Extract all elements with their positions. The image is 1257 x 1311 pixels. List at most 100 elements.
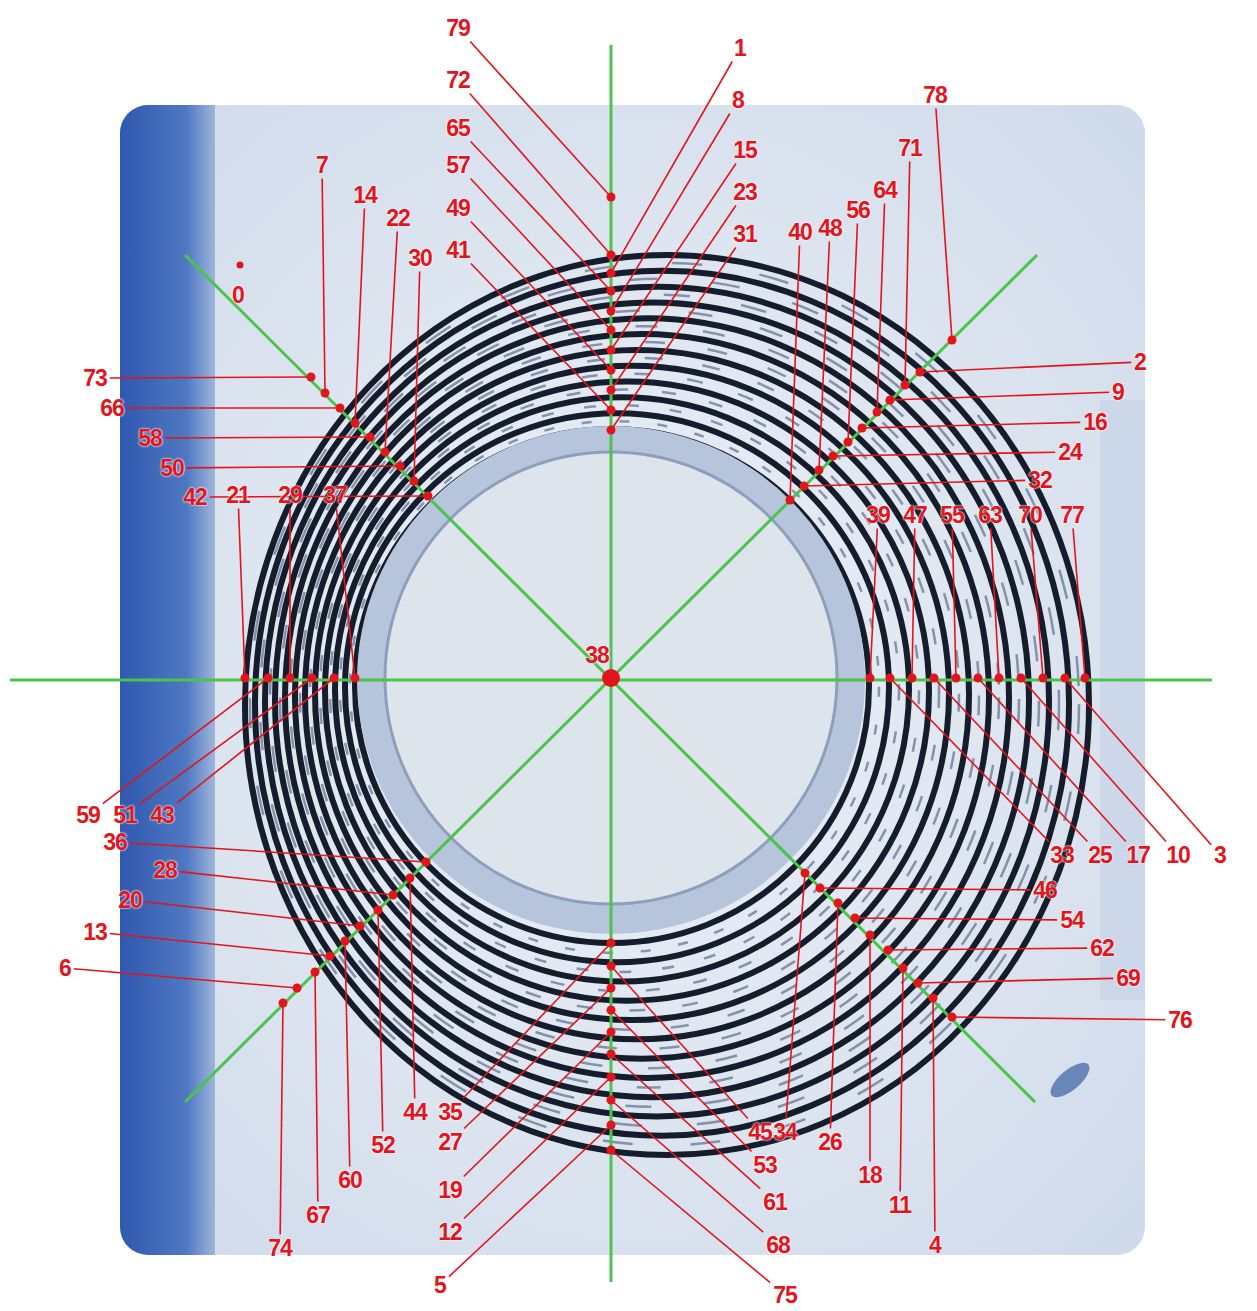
callout-number: 8 [732, 89, 744, 112]
measure-point [607, 984, 616, 993]
measure-point [844, 438, 853, 447]
callout-number: 36 [103, 831, 127, 854]
leader-line [322, 179, 325, 394]
leader-line [991, 529, 999, 679]
measure-point [374, 906, 383, 915]
leader-line [920, 362, 1131, 372]
leader-line [890, 678, 1049, 842]
measure-point [607, 1050, 616, 1059]
measure-point [834, 899, 843, 908]
callout-number: 4 [929, 1234, 941, 1257]
callout-number: 23 [733, 181, 757, 204]
callout-number: 10 [1166, 844, 1190, 867]
callout-number: 46 [1033, 879, 1057, 902]
leader-line [918, 978, 1113, 983]
leader-line [905, 162, 910, 386]
callout-number: 13 [83, 921, 107, 944]
measure-point [607, 406, 616, 415]
measure-point [326, 952, 335, 961]
leader-line [464, 1032, 611, 1177]
leader-line [952, 529, 956, 679]
leader-line [140, 678, 312, 804]
measure-point [901, 381, 910, 390]
leader-line [385, 232, 397, 453]
measure-point [1061, 674, 1070, 683]
measure-point [607, 1096, 616, 1105]
coil-ring [245, 255, 1089, 1155]
callout-number: 56 [846, 199, 870, 222]
coil-ring [285, 318, 1009, 1078]
leader-line [289, 509, 291, 679]
leader-line [900, 968, 903, 1192]
callout-number: 24 [1058, 441, 1082, 464]
callout-number: 42 [183, 486, 207, 509]
measure-point [356, 922, 365, 931]
leader-line [611, 164, 736, 351]
measure-point [884, 946, 893, 955]
callout-number: 30 [408, 247, 432, 270]
callout-number: 32 [1028, 469, 1052, 492]
leader-line [833, 452, 1055, 456]
measure-point [607, 1028, 616, 1037]
leader-line [280, 1003, 283, 1235]
leader-line [110, 934, 330, 956]
callout-number: 0 [232, 284, 244, 307]
leader-line [414, 272, 420, 482]
measure-point [899, 964, 908, 973]
leader-line [464, 988, 611, 1129]
leader-line [848, 224, 857, 443]
measure-point [396, 462, 405, 471]
callout-number: 69 [1116, 967, 1140, 990]
callout-number: 66 [100, 397, 124, 420]
leader-line [471, 264, 611, 411]
measure-point [995, 674, 1004, 683]
callout-number: 31 [733, 223, 757, 246]
measure-point [974, 674, 983, 683]
measure-point [1039, 674, 1048, 683]
coil-slot [330, 389, 919, 991]
leader-line [912, 529, 915, 679]
measure-point [948, 336, 957, 345]
callout-number: 35 [438, 1101, 462, 1124]
axis-lines [10, 45, 1212, 1282]
callout-number: 47 [903, 504, 927, 527]
leader-line [165, 436, 370, 439]
leader-line [952, 1017, 1165, 1020]
measure-point [886, 674, 895, 683]
leader-line [786, 873, 805, 1119]
callout-number: 64 [873, 179, 897, 202]
measure-point [607, 307, 616, 316]
coil-slot [290, 326, 999, 1068]
callout-number: 26 [818, 1131, 842, 1154]
measure-point [607, 1146, 616, 1155]
leader-line [1021, 678, 1166, 842]
callout-number: 75 [773, 1284, 797, 1307]
callout-number: 73 [83, 367, 107, 390]
measure-point [307, 373, 316, 382]
leader-line [187, 466, 400, 468]
callout-number: 59 [76, 804, 100, 827]
leader-line [611, 206, 736, 391]
leader-line [855, 918, 1057, 920]
callout-number: 37 [323, 484, 347, 507]
measure-point [607, 426, 616, 435]
measure-point [424, 492, 433, 501]
measure-point [330, 674, 339, 683]
callout-number: 62 [1090, 937, 1114, 960]
measure-point [607, 1006, 616, 1015]
callout-number: 48 [818, 217, 842, 240]
leader-line [103, 678, 268, 804]
callout-number: 70 [1018, 504, 1042, 527]
callout-number: 29 [278, 484, 302, 507]
measure-point [948, 1013, 957, 1022]
callout-number: 58 [138, 427, 162, 450]
leader-line [315, 972, 318, 1202]
coil-ring [295, 334, 989, 1059]
measure-point [815, 466, 824, 475]
callout-number: 44 [403, 1101, 427, 1124]
callout-number: 9 [1112, 381, 1124, 404]
measure-point [801, 869, 810, 878]
leader-line [1073, 529, 1085, 679]
leader-line [934, 678, 1087, 842]
